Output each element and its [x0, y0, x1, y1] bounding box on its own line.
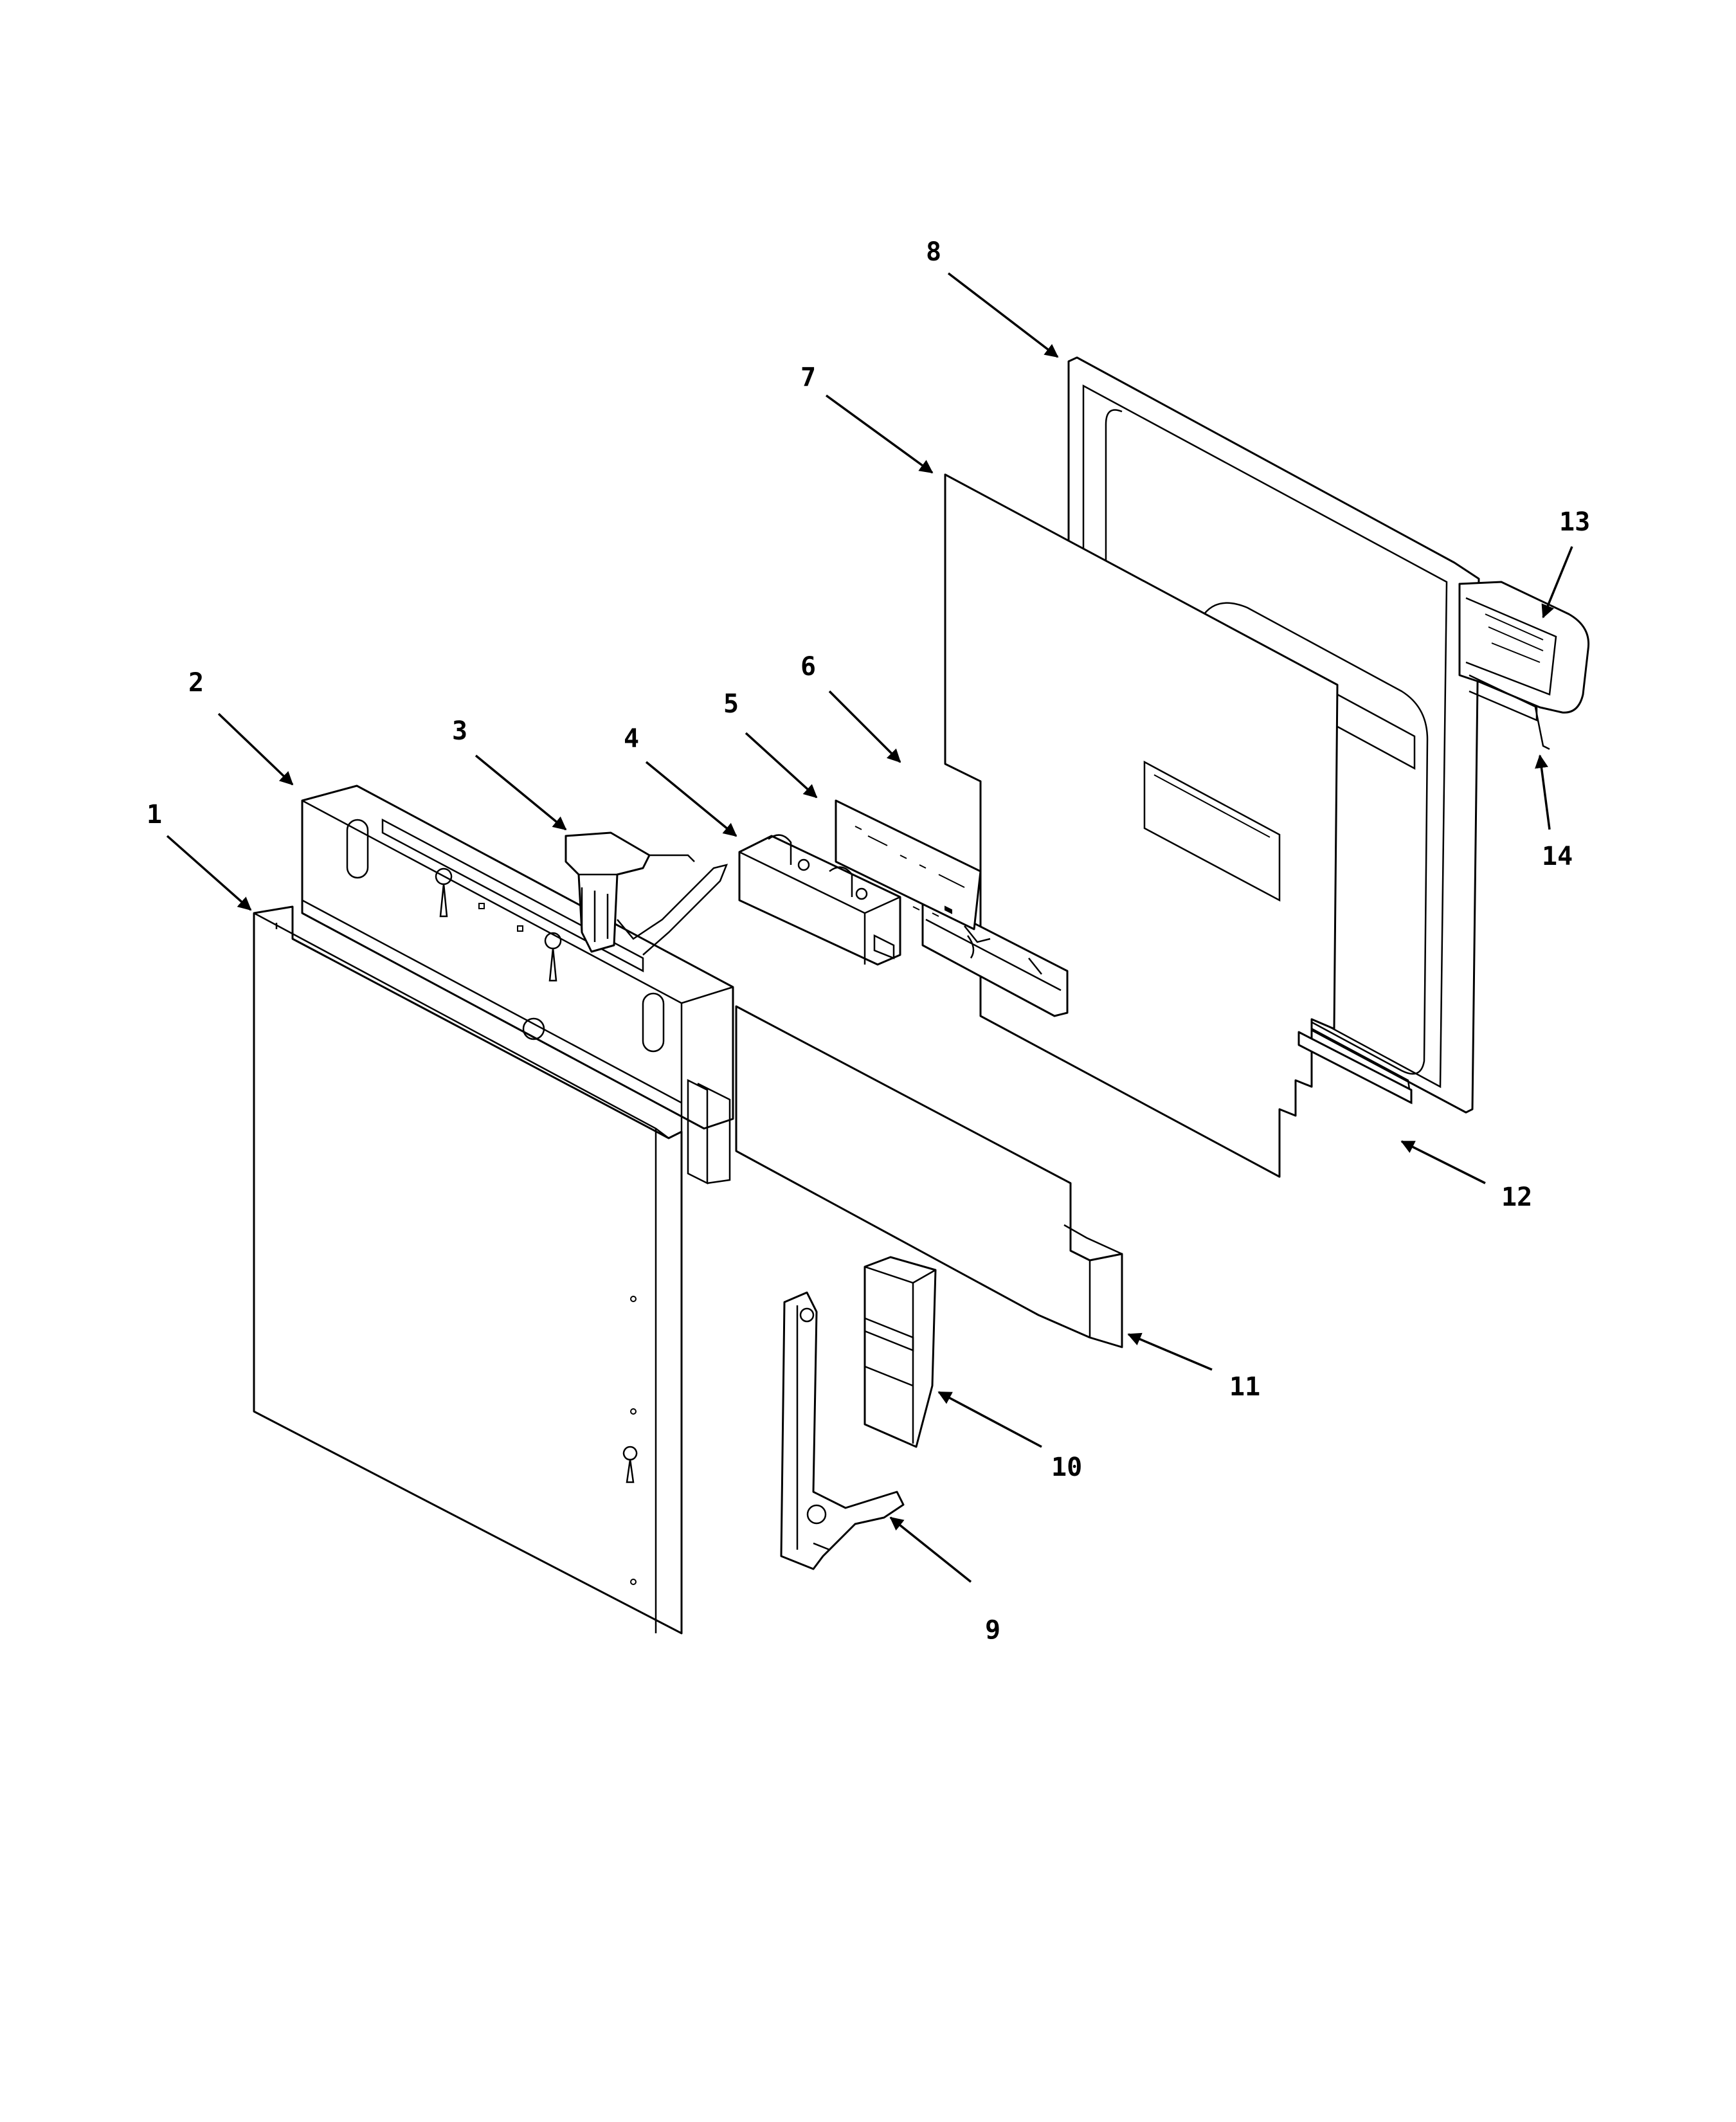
callout-11: 11: [1229, 1372, 1260, 1402]
callout-10: 10: [1051, 1453, 1082, 1482]
callout-5: 5: [723, 689, 739, 719]
part-2-console-frame: [301, 784, 734, 1185]
leader-9: [889, 1516, 972, 1583]
leader-2: [217, 712, 294, 786]
part-3-latch-assembly: [565, 831, 728, 956]
callout-14: 14: [1542, 842, 1573, 871]
part-13-control-console: [1458, 581, 1590, 750]
leader-6: [828, 690, 901, 763]
leader-4: [645, 761, 737, 837]
part-10-spacer-block: [863, 1256, 937, 1448]
leader-1: [166, 835, 252, 911]
callout-2: 2: [188, 668, 204, 698]
callout-7: 7: [800, 363, 816, 392]
callout-4: 4: [624, 724, 639, 754]
part-12-trim-strip: [1297, 1031, 1413, 1104]
leader-11: [1127, 1332, 1213, 1371]
callout-1: 1: [147, 800, 162, 830]
leader-5: [745, 732, 818, 799]
callout-9: 9: [985, 1615, 1000, 1645]
callout-3: 3: [452, 716, 467, 746]
callout-6: 6: [800, 652, 816, 682]
part-11-lower-panel: [735, 1005, 1123, 1348]
leader-14: [1535, 754, 1551, 830]
part-9-hinge-arm: [780, 1291, 905, 1570]
part-5-control-board: [835, 799, 982, 930]
part-1-outer-door-panel: [253, 905, 683, 1635]
leader-10: [937, 1391, 1042, 1448]
leader-7: [825, 394, 934, 474]
callout-8: 8: [926, 237, 941, 267]
part-6-bracket: [921, 896, 1069, 1017]
leader-3: [475, 754, 567, 831]
leader-12: [1400, 1140, 1486, 1184]
callout-13: 13: [1559, 507, 1590, 537]
callout-labels: 1 2 3 4 5 6 7 8 9 10 11 12 13 14: [147, 237, 1590, 1645]
leader-lines: [166, 272, 1573, 1583]
callout-12: 12: [1501, 1183, 1532, 1212]
leader-8: [947, 272, 1059, 358]
leader-13: [1541, 546, 1573, 619]
part-4-module-housing: [738, 834, 901, 966]
